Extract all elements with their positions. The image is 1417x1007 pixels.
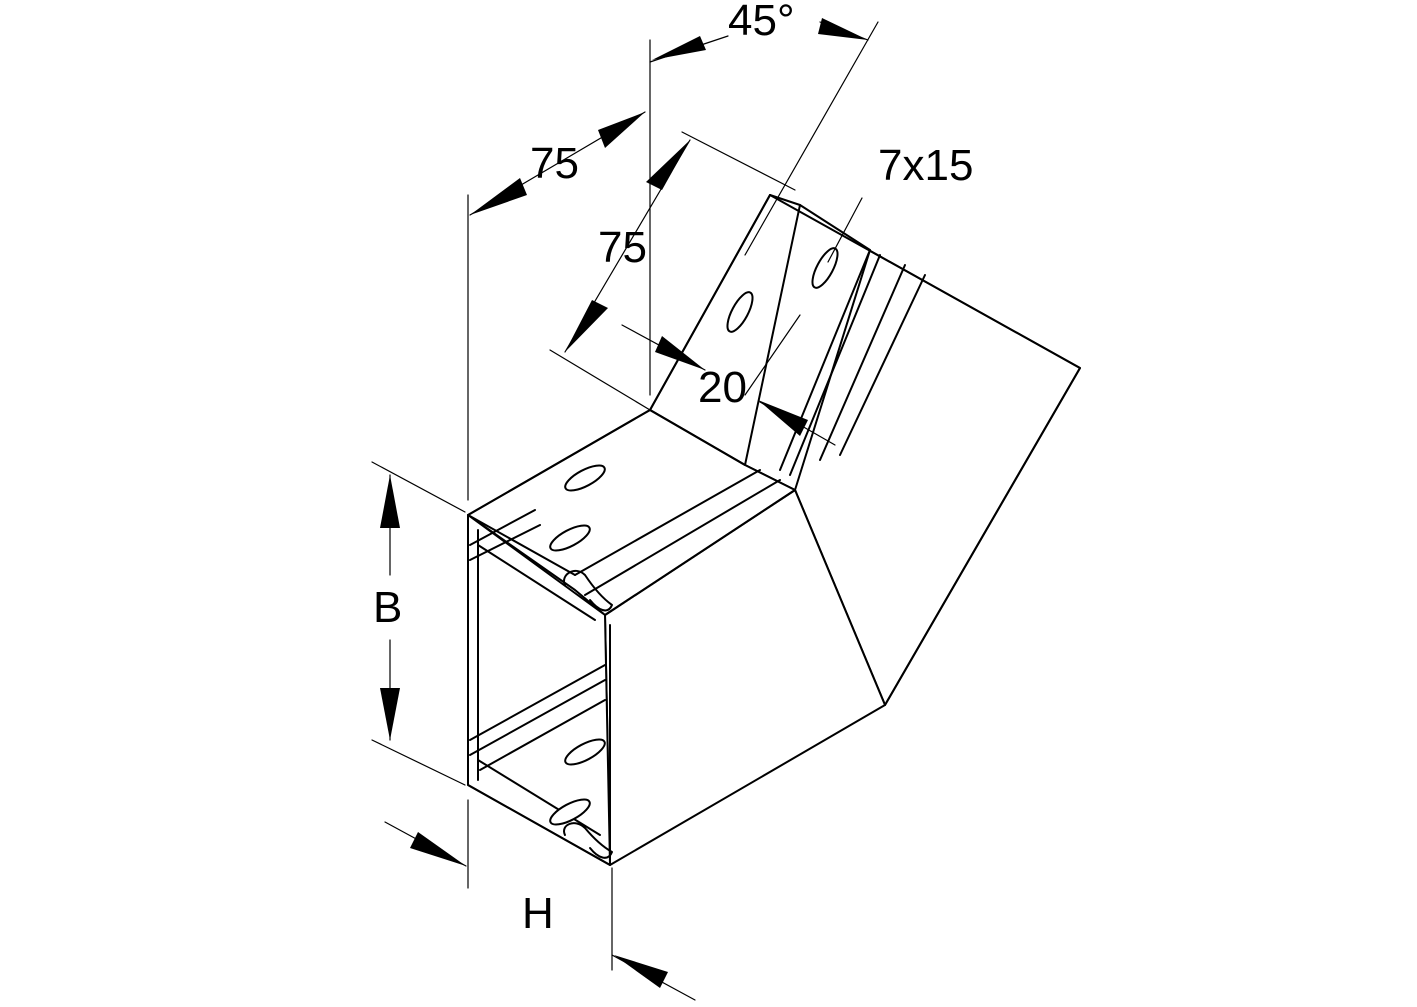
slot xyxy=(549,524,591,552)
arrow-head xyxy=(652,36,706,60)
straight-section xyxy=(467,409,886,866)
flange-width-label: 20 xyxy=(698,363,747,412)
dimension-leg-top: 75 xyxy=(467,111,646,501)
lip-curl-bottom xyxy=(563,822,613,859)
width-label: B xyxy=(373,583,402,632)
angle-label: 45° xyxy=(728,0,795,45)
lip-curl-top xyxy=(563,569,613,612)
dimension-height: H xyxy=(384,799,696,1001)
arrow-head xyxy=(410,832,466,866)
arrow-head xyxy=(614,955,668,988)
arrow-head xyxy=(380,688,400,740)
inner-channel-bottom xyxy=(469,664,606,771)
leg-top-label: 75 xyxy=(530,139,579,188)
arrow-head xyxy=(646,140,690,190)
dimension-flange: 20 xyxy=(621,314,836,446)
slot xyxy=(726,291,754,333)
slot xyxy=(564,738,606,766)
inclined-flange-edge xyxy=(649,194,926,476)
leg-side-label: 75 xyxy=(598,223,647,272)
arrow-head xyxy=(758,400,808,436)
arrow-head xyxy=(565,300,608,352)
dimension-width: B xyxy=(371,461,466,786)
dimension-angle: 45° xyxy=(649,0,879,396)
inner-channel-top xyxy=(469,509,541,561)
dimension-slot: 7x15 xyxy=(827,141,973,263)
arrow-head xyxy=(470,178,527,215)
height-label: H xyxy=(522,889,554,938)
arrow-head xyxy=(818,18,868,40)
dimension-leg-side: 75 xyxy=(549,131,796,411)
arrow-head xyxy=(598,112,645,148)
slot-size-label: 7x15 xyxy=(878,141,973,190)
arrow-head xyxy=(655,336,705,370)
slot xyxy=(549,798,591,826)
arrow-head xyxy=(380,475,400,528)
slot xyxy=(564,464,606,492)
front-opening-inner xyxy=(467,514,611,866)
